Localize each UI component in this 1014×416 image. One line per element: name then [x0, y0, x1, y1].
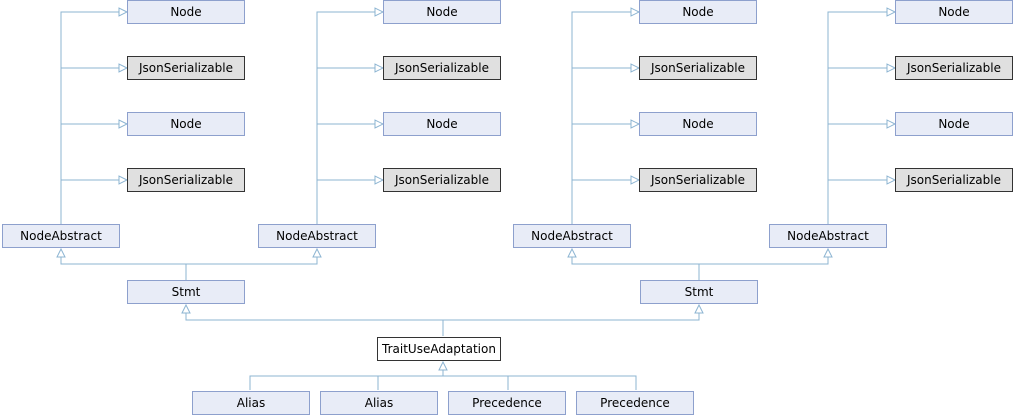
node-box[interactable]: Node — [383, 112, 501, 136]
arrow-col1-node-b — [118, 119, 129, 129]
arrow-col4-node-a — [886, 7, 897, 17]
node-box[interactable]: Node — [895, 112, 1013, 136]
edge-stmt1-abstracts — [60, 251, 318, 280]
arrow-col3-node-a — [630, 7, 641, 17]
json-serializable-box[interactable]: JsonSerializable — [639, 56, 757, 80]
edge-col3-spine — [571, 11, 636, 224]
arrow-abstract-2 — [312, 247, 322, 258]
arrow-col2-json-b — [374, 175, 385, 185]
edge-leaves-trait — [249, 364, 637, 390]
node-abstract-box[interactable]: NodeAbstract — [2, 224, 120, 248]
alias-box[interactable]: Alias — [192, 391, 310, 415]
alias-box[interactable]: Alias — [320, 391, 438, 415]
arrow-abstract-3 — [567, 247, 577, 258]
json-serializable-box[interactable]: JsonSerializable — [895, 168, 1013, 192]
precedence-box[interactable]: Precedence — [576, 391, 694, 415]
trait-use-adaptation-box[interactable]: TraitUseAdaptation — [377, 337, 501, 361]
precedence-box[interactable]: Precedence — [448, 391, 566, 415]
arrow-col4-node-b — [886, 119, 897, 129]
arrow-col3-node-b — [630, 119, 641, 129]
stmt-box[interactable]: Stmt — [127, 280, 245, 304]
arrow-col3-json-a — [630, 63, 641, 73]
arrow-col2-node-a — [374, 7, 385, 17]
arrow-stmt-2 — [694, 303, 704, 314]
edge-stmt2-abstracts — [571, 251, 829, 280]
json-serializable-box[interactable]: JsonSerializable — [127, 56, 245, 80]
arrow-abstract-4 — [823, 247, 833, 258]
node-box[interactable]: Node — [639, 0, 757, 24]
node-box[interactable]: Node — [639, 112, 757, 136]
node-abstract-box[interactable]: NodeAbstract — [258, 224, 376, 248]
arrow-trait — [438, 360, 448, 371]
json-serializable-box[interactable]: JsonSerializable — [639, 168, 757, 192]
node-box[interactable]: Node — [127, 0, 245, 24]
node-box[interactable]: Node — [383, 0, 501, 24]
arrow-stmt-1 — [181, 303, 191, 314]
arrow-abstract-1 — [56, 247, 66, 258]
json-serializable-box[interactable]: JsonSerializable — [383, 56, 501, 80]
edge-col1-spine — [60, 11, 124, 224]
arrow-col1-json-a — [118, 63, 129, 73]
edge-col2-spine — [316, 11, 380, 224]
edge-col4-spine — [827, 11, 892, 224]
arrow-col4-json-a — [886, 63, 897, 73]
arrow-col1-json-b — [118, 175, 129, 185]
node-abstract-box[interactable]: NodeAbstract — [513, 224, 631, 248]
arrow-col2-node-b — [374, 119, 385, 129]
stmt-box[interactable]: Stmt — [640, 280, 758, 304]
node-box[interactable]: Node — [895, 0, 1013, 24]
json-serializable-box[interactable]: JsonSerializable — [127, 168, 245, 192]
arrow-col4-json-b — [886, 175, 897, 185]
json-serializable-box[interactable]: JsonSerializable — [383, 168, 501, 192]
arrow-col2-json-a — [374, 63, 385, 73]
node-abstract-box[interactable]: NodeAbstract — [769, 224, 887, 248]
node-box[interactable]: Node — [127, 112, 245, 136]
arrow-col1-node-a — [118, 7, 129, 17]
json-serializable-box[interactable]: JsonSerializable — [895, 56, 1013, 80]
arrow-col3-json-b — [630, 175, 641, 185]
edge-trait-stmts — [185, 307, 700, 336]
